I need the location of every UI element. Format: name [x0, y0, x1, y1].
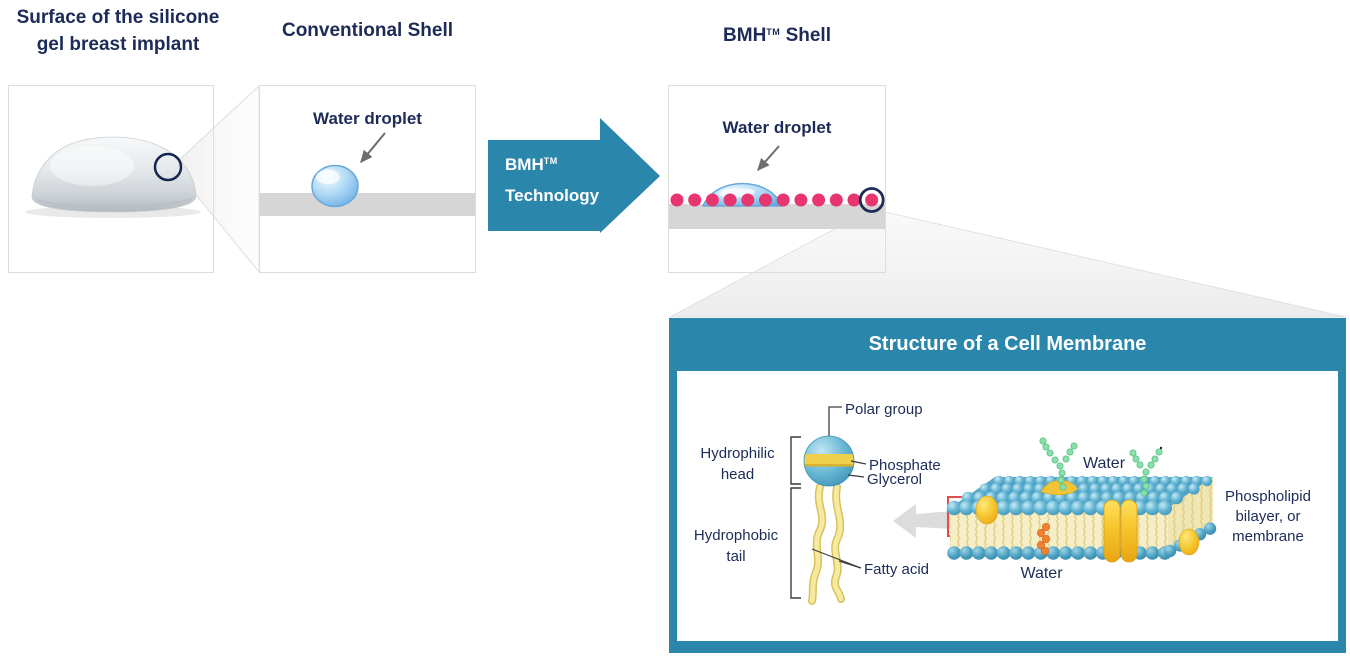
- bmh-title-prefix: BMH: [723, 25, 767, 46]
- membrane-panel-title: Structure of a Cell Membrane: [868, 333, 1147, 355]
- implant-panel: [8, 85, 214, 273]
- conventional-shell-panel: [259, 85, 476, 273]
- implant-title: Surface of the silicone gel breast impla…: [16, 7, 220, 55]
- water-bottom-label: Water: [1020, 565, 1063, 582]
- arrow-label-line2: Technology: [505, 186, 600, 205]
- fatty-acid-label: Fatty acid: [864, 561, 930, 578]
- hydrophobic-tail-label: Hydrophobic tail: [693, 527, 779, 565]
- cell-membrane-panel: [669, 318, 1346, 653]
- bmh-technology-arrow-label: BMHTM Technology: [505, 146, 655, 211]
- bilayer-label: Phospholipid bilayer, or membrane: [1225, 488, 1311, 545]
- trademark-symbol-arrow: TM: [543, 156, 558, 166]
- hydrophilic-head-label: Hydrophilic head: [700, 445, 775, 483]
- bmh-title-suffix: Shell: [785, 25, 831, 46]
- trademark-symbol: TM: [766, 27, 781, 37]
- bmh-title: BMHTM Shell: [668, 19, 886, 49]
- phosphate-label: Phosphate: [869, 457, 941, 474]
- conventional-title: Conventional Shell: [281, 20, 454, 41]
- bmh-shell-panel: [668, 85, 886, 273]
- bmh-droplet-label: Water droplet: [722, 118, 832, 137]
- conventional-droplet-label: Water droplet: [313, 109, 422, 128]
- arrow-label-line1: BMH: [505, 155, 544, 174]
- water-top-label: Water: [1082, 455, 1126, 472]
- polar-group-label: Polar group: [845, 401, 923, 418]
- glycerol-label: Glycerol: [867, 471, 923, 488]
